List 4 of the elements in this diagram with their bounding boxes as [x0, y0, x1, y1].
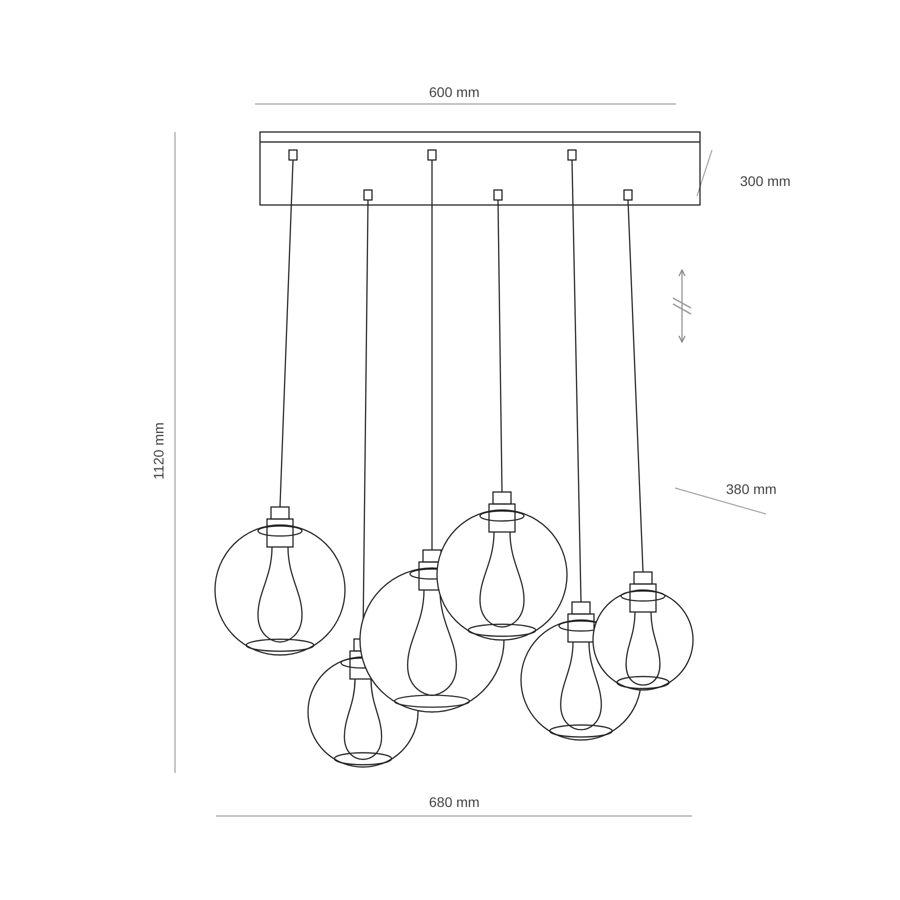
dimension-label: 600 mm [427, 84, 482, 100]
dimension-label: 680 mm [427, 794, 482, 810]
dimension-label: 300 mm [738, 173, 793, 189]
dimension-label: 380 mm [724, 481, 779, 497]
